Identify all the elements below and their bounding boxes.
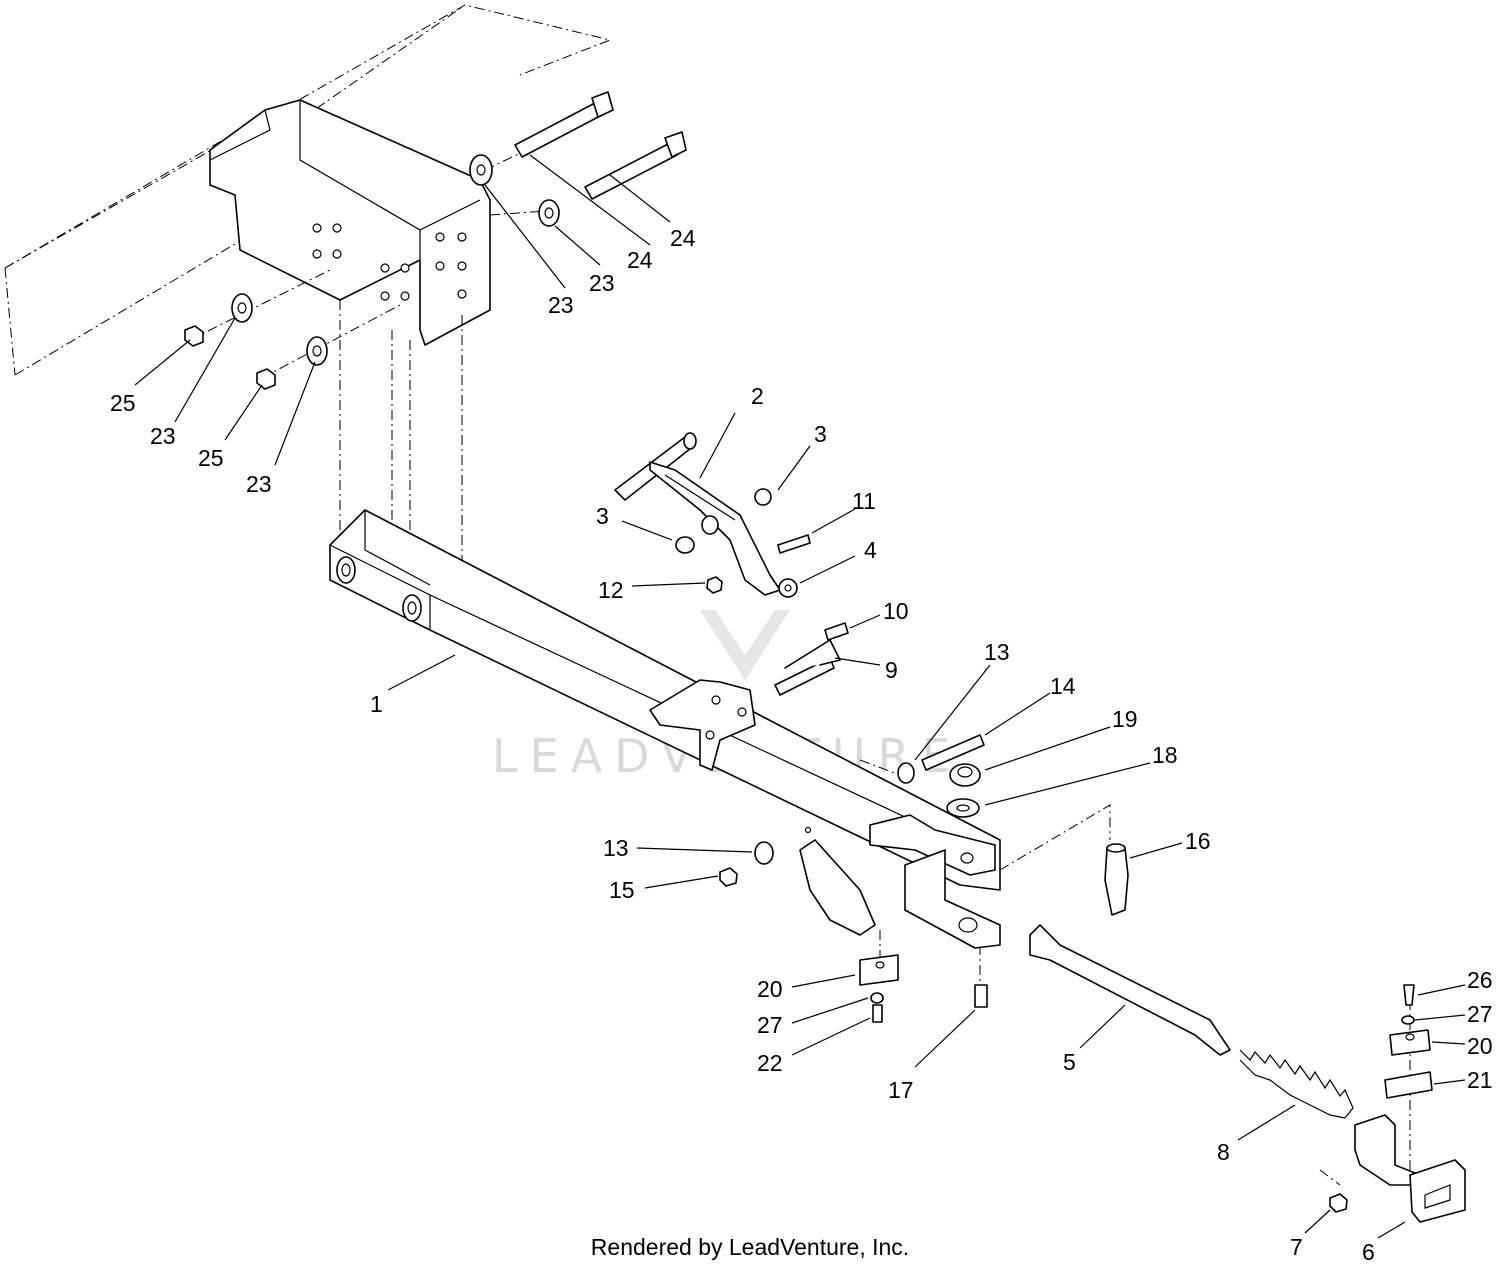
washer-18 — [946, 798, 980, 818]
washer-13-lower — [754, 841, 774, 865]
callout-25-upper: 25 — [110, 390, 136, 416]
callout-22: 22 — [757, 1050, 783, 1076]
callout-9: 9 — [885, 657, 898, 683]
pad-21 — [1384, 1071, 1433, 1099]
washer-23-b — [538, 199, 560, 227]
pad-20-right — [1389, 1029, 1431, 1056]
callout-1: 1 — [370, 691, 383, 717]
handle-6 — [1354, 1114, 1466, 1223]
callout-20-right: 20 — [1467, 1033, 1493, 1059]
bushing-3-left — [675, 536, 695, 554]
callout-11: 11 — [852, 488, 876, 514]
callout-3-right: 3 — [814, 421, 827, 447]
nut-7 — [1329, 1193, 1348, 1213]
pivot-bracket — [649, 679, 756, 771]
pin-9 — [774, 639, 841, 696]
callout-14: 14 — [1050, 673, 1076, 699]
callout-23-left-lower: 23 — [246, 471, 272, 497]
callout-17: 17 — [888, 1077, 914, 1103]
nut-25-b — [256, 368, 276, 390]
callout-26: 26 — [1467, 967, 1493, 993]
washer-13-upper — [897, 762, 915, 784]
callout-2: 2 — [751, 383, 764, 409]
spring-8 — [1239, 1049, 1354, 1119]
callout-24-a: 24 — [627, 247, 653, 273]
callout-4: 4 — [864, 537, 877, 563]
bolt-14 — [921, 734, 985, 771]
latch-rod-5 — [1029, 924, 1231, 1056]
nut-12 — [706, 576, 723, 594]
hitch-tube — [329, 509, 1001, 891]
callout-21: 21 — [1467, 1067, 1493, 1093]
callout-27-left: 27 — [757, 1012, 783, 1038]
callout-25-lower: 25 — [198, 445, 224, 471]
washer-23-c — [231, 293, 253, 323]
callout-27-right: 27 — [1467, 1001, 1493, 1027]
bolt-24-upper — [514, 91, 614, 158]
spring-pin-17 — [974, 984, 988, 1008]
alignment-lines — [189, 114, 1411, 1186]
bolt-24-lower — [584, 131, 687, 200]
spacer-4 — [778, 578, 798, 598]
callout-23-right-b: 23 — [589, 270, 615, 296]
callout-19: 19 — [1112, 706, 1138, 732]
callout-13-lower: 13 — [603, 835, 629, 861]
callout-3-left: 3 — [596, 503, 609, 529]
callout-24-b: 24 — [670, 225, 696, 251]
footer-credit: Rendered by LeadVenture, Inc. — [590, 1234, 910, 1260]
screw-26 — [1403, 984, 1415, 1006]
leader-lines — [134, 154, 1466, 1239]
latch-arm-assembly — [614, 432, 781, 596]
locknut-19 — [949, 763, 981, 787]
callout-10: 10 — [883, 598, 909, 624]
bushing-3-right — [754, 488, 772, 506]
deck-mount-bracket — [209, 99, 491, 346]
bolt-10 — [824, 622, 849, 641]
hitch-pin-16 — [1104, 843, 1129, 916]
nut-25-a — [184, 325, 204, 347]
callout-18: 18 — [1152, 742, 1178, 768]
callout-23-right-a: 23 — [548, 292, 574, 318]
screw-22 — [872, 1004, 883, 1023]
callout-7: 7 — [1290, 1234, 1303, 1260]
rear-receiver — [799, 814, 1001, 949]
callout-8: 8 — [1217, 1139, 1230, 1165]
callout-13-upper: 13 — [984, 639, 1010, 665]
callout-16: 16 — [1185, 828, 1211, 854]
callout-23-left-upper: 23 — [150, 423, 176, 449]
washer-27-left — [870, 992, 884, 1004]
pad-20-left — [859, 954, 899, 986]
washer-27-right — [1401, 1015, 1415, 1025]
washer-23-a — [469, 154, 493, 186]
washer-23-d — [306, 336, 328, 366]
nut-15 — [719, 867, 738, 887]
callout-15: 15 — [609, 877, 635, 903]
callout-5: 5 — [1063, 1049, 1076, 1075]
callout-12: 12 — [598, 577, 624, 603]
callout-6: 6 — [1362, 1239, 1375, 1265]
callout-20-left: 20 — [757, 976, 783, 1002]
callouts: 1 2 3 3 11 4 12 10 9 13 14 19 18 13 15 1… — [110, 225, 1493, 1265]
bolt-11 — [777, 534, 811, 554]
